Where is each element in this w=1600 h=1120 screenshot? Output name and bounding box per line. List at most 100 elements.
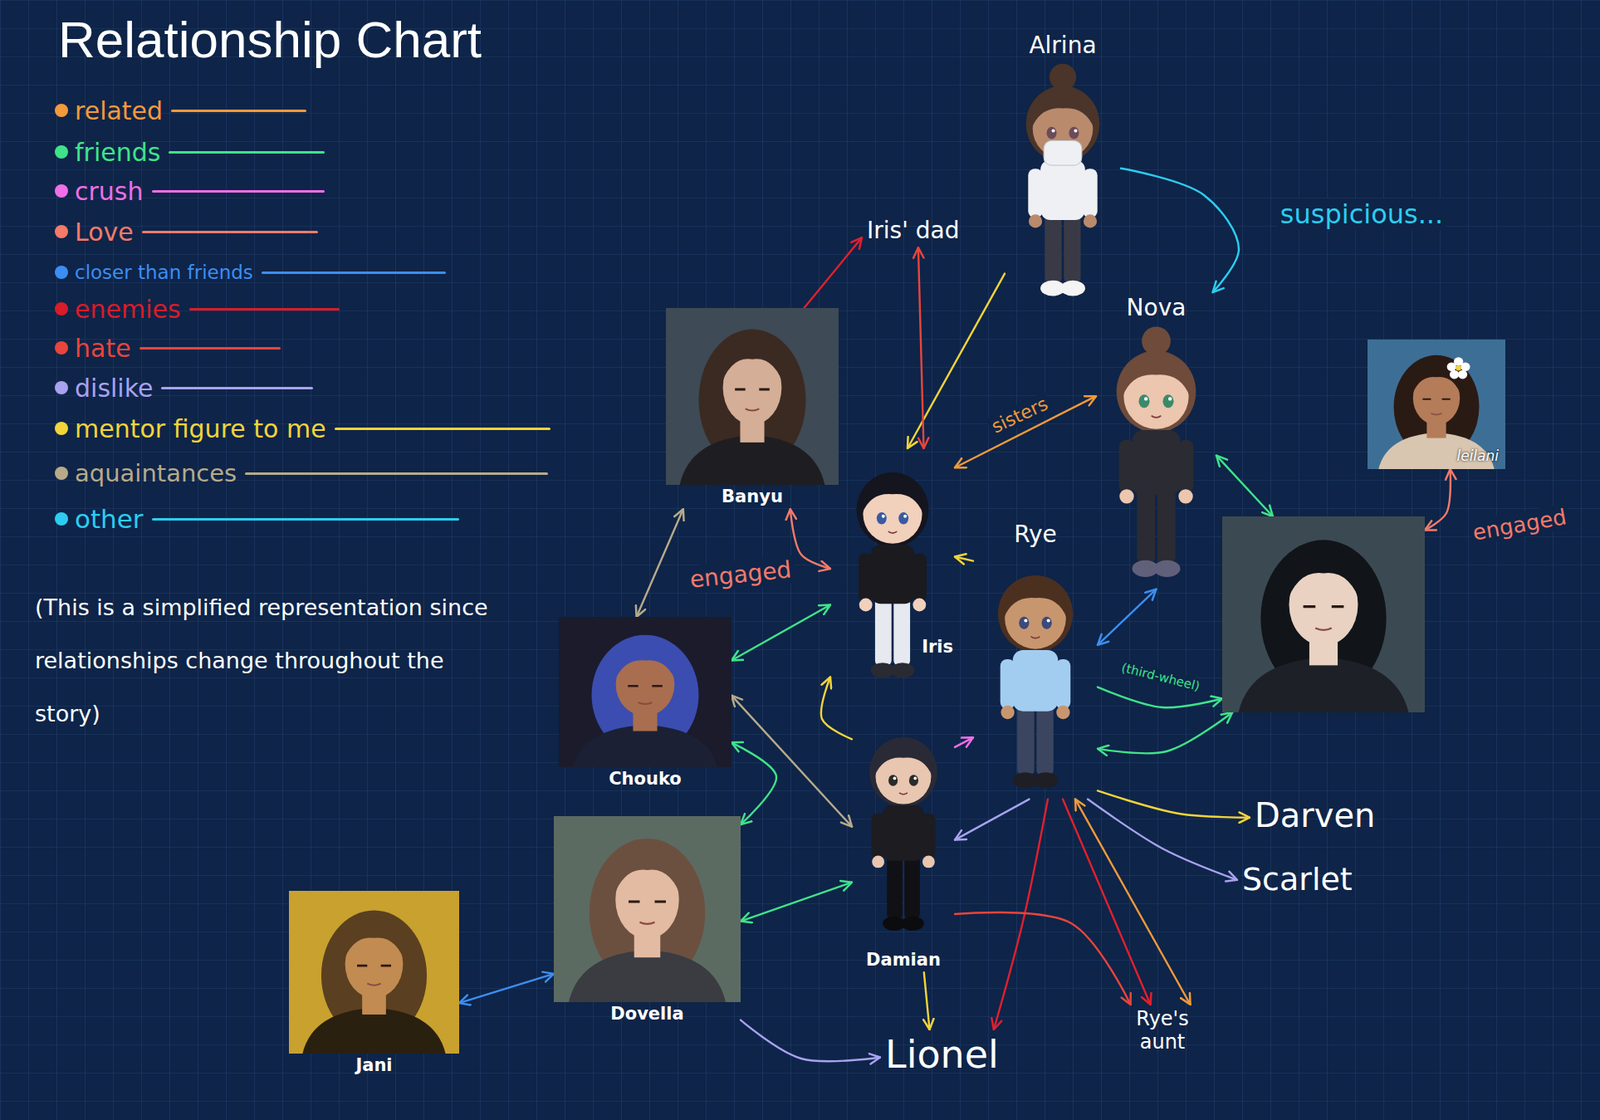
character-name: leilani bbox=[1456, 447, 1499, 465]
character-art-box bbox=[1222, 516, 1425, 713]
relation-arrow bbox=[731, 742, 777, 825]
legend-label: other bbox=[74, 503, 144, 534]
legend-swatch bbox=[54, 421, 69, 436]
relation-arrow bbox=[1120, 168, 1239, 293]
legend-row: closer than friends bbox=[54, 255, 254, 289]
character-card: Iris bbox=[830, 448, 955, 690]
relation-arrow bbox=[1097, 589, 1157, 646]
legend-swatch bbox=[54, 381, 69, 395]
legend-swatch bbox=[54, 184, 69, 198]
legend-label: closer than friends bbox=[74, 261, 254, 284]
note-box: (This is a simplified representation sin… bbox=[34, 581, 509, 741]
relation-label-box: suspicious... bbox=[1277, 198, 1446, 230]
chart-title-text: Relationship Chart bbox=[58, 10, 482, 69]
legend-swatch bbox=[54, 466, 69, 480]
name-holder: Jani bbox=[288, 1053, 460, 1078]
relation-arrow bbox=[803, 237, 862, 309]
relation-label-box: sisters bbox=[985, 391, 1053, 439]
character-name: Rye's aunt bbox=[1135, 1007, 1189, 1054]
name-holder: Rye bbox=[973, 518, 1098, 551]
character-art bbox=[553, 816, 741, 1003]
legend-line bbox=[334, 427, 551, 431]
legend-row: dislike bbox=[54, 371, 153, 405]
legend-row: hate bbox=[54, 331, 132, 365]
legend-row: Love bbox=[54, 215, 134, 249]
name-holder: Alrina bbox=[1004, 29, 1121, 62]
character-card: Chouko bbox=[558, 616, 732, 792]
relation-arrow bbox=[918, 247, 925, 449]
relation-label-box: engaged bbox=[685, 555, 795, 594]
relation-label: sisters bbox=[985, 391, 1053, 439]
relation-arrow bbox=[821, 677, 852, 740]
character-name: Iris bbox=[921, 636, 954, 657]
relation-label-box: engaged bbox=[1467, 503, 1571, 546]
character-art bbox=[1096, 323, 1217, 590]
legend-line bbox=[141, 230, 319, 234]
relation-label: (third-wheel) bbox=[1117, 659, 1204, 695]
legend-row: friends bbox=[54, 135, 161, 169]
name-holder: Iris bbox=[921, 636, 954, 658]
legend-line bbox=[244, 472, 549, 475]
legend-swatch bbox=[54, 145, 69, 159]
character-card: Alrina bbox=[1004, 29, 1121, 308]
character-art bbox=[1004, 61, 1121, 308]
character-art bbox=[851, 707, 955, 949]
relation-arrow bbox=[1062, 799, 1151, 1005]
character-name: Banyu bbox=[721, 486, 783, 507]
legend-swatch bbox=[54, 512, 69, 526]
legend-line bbox=[139, 347, 281, 350]
character-card: Nova bbox=[1096, 292, 1217, 590]
character-card: leilani bbox=[1367, 339, 1506, 470]
character-name: Alrina bbox=[1028, 31, 1097, 59]
legend-label: friends bbox=[74, 137, 161, 167]
legend-swatch bbox=[54, 225, 69, 239]
relation-arrow bbox=[740, 882, 852, 922]
legend-row: enemies bbox=[54, 292, 182, 326]
relation-arrow bbox=[954, 912, 1131, 1005]
character-art-box bbox=[851, 707, 955, 949]
character-name: Iris' dad bbox=[866, 216, 960, 245]
legend-line bbox=[189, 308, 340, 311]
character-card: Damian bbox=[851, 707, 955, 973]
relation-arrow bbox=[1097, 790, 1250, 818]
legend-row: other bbox=[54, 502, 144, 536]
character-art bbox=[558, 616, 732, 768]
relation-arrow bbox=[459, 973, 554, 1004]
relation-arrow bbox=[1097, 712, 1233, 754]
legend-line bbox=[151, 518, 460, 521]
character-art-box bbox=[553, 816, 741, 1003]
name-holder: Dovella bbox=[553, 1002, 741, 1027]
name-tag: Lionel bbox=[880, 1029, 1004, 1081]
relation-arrow bbox=[954, 557, 974, 562]
legend-swatch bbox=[54, 103, 69, 118]
character-card: Dovella bbox=[553, 816, 741, 1027]
legend-label: dislike bbox=[74, 373, 153, 403]
legend-label: related bbox=[74, 96, 163, 126]
legend-swatch bbox=[54, 265, 69, 279]
legend-row: related bbox=[54, 93, 163, 128]
relation-arrow bbox=[636, 508, 684, 617]
name-holder: Damian bbox=[851, 948, 955, 973]
legend-row: crush bbox=[54, 174, 144, 208]
relation-arrow bbox=[1216, 455, 1273, 517]
legend-label: hate bbox=[74, 333, 132, 363]
name-tag: Darven bbox=[1249, 792, 1380, 838]
character-art bbox=[665, 308, 839, 485]
name-holder: Chouko bbox=[558, 767, 732, 792]
character-name: Darven bbox=[1254, 796, 1375, 835]
legend-line bbox=[168, 151, 325, 154]
character-name: Jani bbox=[355, 1055, 392, 1076]
legend-swatch bbox=[54, 302, 69, 316]
legend-label: aquaintances bbox=[74, 459, 237, 488]
legend-line bbox=[161, 386, 314, 390]
character-name: Nova bbox=[1126, 293, 1187, 322]
character-card bbox=[1222, 516, 1425, 713]
legend-line bbox=[171, 109, 307, 113]
legend-label: Love bbox=[74, 217, 134, 247]
character-name: Damian bbox=[866, 949, 941, 970]
relation-label: suspicious... bbox=[1277, 198, 1446, 230]
chart-title: Relationship Chart bbox=[58, 9, 482, 69]
character-name: Rye bbox=[1013, 520, 1057, 549]
character-art bbox=[288, 890, 460, 1054]
character-art-box bbox=[558, 616, 732, 768]
